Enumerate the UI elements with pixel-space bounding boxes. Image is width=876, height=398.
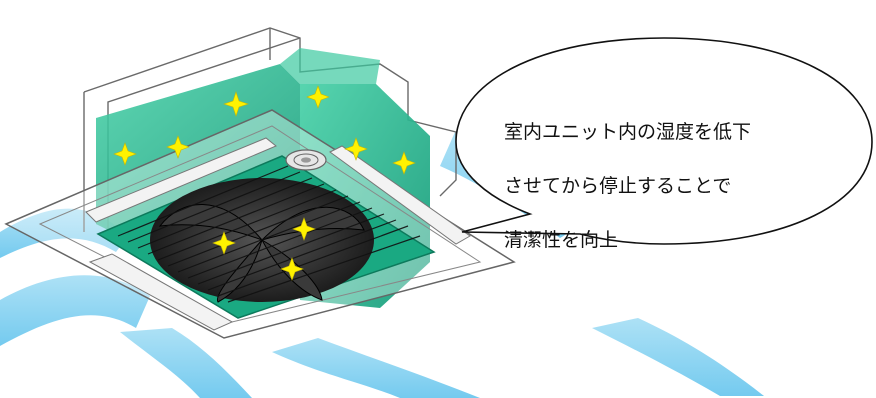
sparkle-icon [212, 231, 236, 255]
grille-lines [117, 165, 421, 303]
green-panel-top [280, 48, 380, 84]
sparkle-icon [344, 137, 368, 161]
sparkle-icon [392, 151, 416, 175]
sensor-icon [285, 149, 327, 171]
sparkles [113, 85, 416, 281]
callout-line-3: 清潔性を向上 [504, 229, 619, 251]
airflow-bottom-left [120, 328, 252, 398]
grille-assembly [96, 149, 436, 319]
callout-line-2: させてから停止することで [504, 175, 732, 197]
sparkle-icon [306, 85, 330, 109]
sparkle-icon [113, 142, 137, 166]
sparkle-icon [292, 217, 316, 241]
callout-bubble [455, 37, 873, 245]
airflow-left-lower [0, 275, 150, 346]
sparkle-icon [166, 135, 190, 159]
airflow-bottom-right [272, 338, 480, 398]
sparkle-icon [280, 257, 304, 281]
callout-line-1: 室内ユニット内の湿度を低下 [504, 121, 752, 143]
louver-top [85, 137, 277, 223]
airflow-right-lower [592, 318, 764, 396]
callout-text: 室内ユニット内の湿度を低下 させてから停止することで 清潔性を向上 [504, 92, 824, 281]
louver-right [329, 145, 471, 245]
louver-left [88, 253, 234, 331]
sparkle-icon [223, 91, 249, 117]
